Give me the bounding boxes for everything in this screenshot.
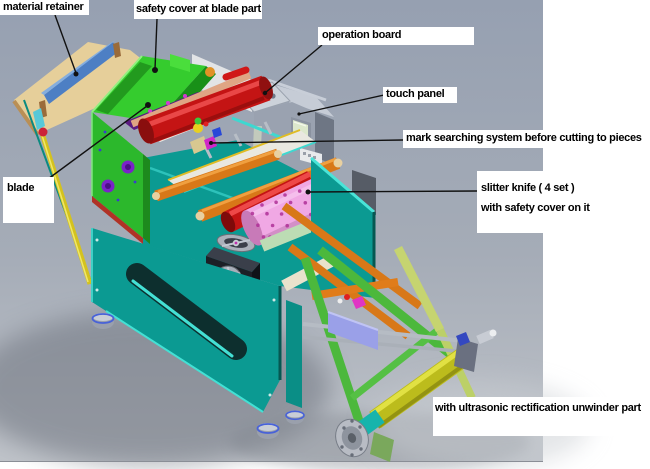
foot xyxy=(256,423,280,439)
label-slitter-knife-line1: slitter knife ( 4 set ) xyxy=(481,182,575,194)
green-arm xyxy=(317,246,458,362)
blade-rod xyxy=(38,127,93,285)
label-operation-board: operation board xyxy=(318,27,474,45)
red-rollers xyxy=(138,66,273,145)
safety-cover-top xyxy=(92,56,206,122)
purple-gear xyxy=(98,130,137,202)
label-touch-panel: touch panel xyxy=(383,87,457,103)
label-material-retainer: material retainer xyxy=(0,0,89,15)
unwinder-assembly xyxy=(281,202,497,462)
safety-cover-housing xyxy=(91,54,216,244)
machine-frame xyxy=(91,156,376,413)
salmon-roller xyxy=(130,71,252,128)
shaft-end-bracket xyxy=(454,329,497,372)
left-side-plate xyxy=(91,228,282,413)
orange-cap xyxy=(205,67,215,77)
leader-lines xyxy=(47,14,478,195)
unwinder-shaft xyxy=(335,329,497,462)
label-mark-searching: mark searching system before cutting to … xyxy=(403,130,650,148)
mark-searching-sensor xyxy=(190,117,222,154)
label-safety-cover: safety cover at blade part xyxy=(134,0,262,19)
label-slitter-knife-line2: with safety cover on it xyxy=(481,202,590,214)
foot xyxy=(285,410,305,424)
handwheel-top xyxy=(216,233,256,253)
frame-slot xyxy=(126,263,247,360)
guide-rod xyxy=(302,335,457,353)
lavender-box xyxy=(328,312,378,350)
teal-coupling xyxy=(357,409,385,436)
label-unwinder: with ultrasonic rectification unwinder p… xyxy=(433,397,650,436)
feed-table xyxy=(12,40,148,288)
table-top xyxy=(14,42,148,134)
material-retainer-bar xyxy=(39,40,121,118)
red-roller-main xyxy=(141,75,271,145)
foot xyxy=(91,313,115,329)
pale-arm xyxy=(393,245,445,333)
leveling-feet xyxy=(91,313,305,439)
label-slitter-knife: slitter knife ( 4 set ) with safety cove… xyxy=(477,171,650,233)
red-pen-roller xyxy=(222,66,250,81)
flange-disc xyxy=(335,418,369,458)
cyan-guide xyxy=(33,108,45,130)
label-blade: blade xyxy=(3,177,54,223)
